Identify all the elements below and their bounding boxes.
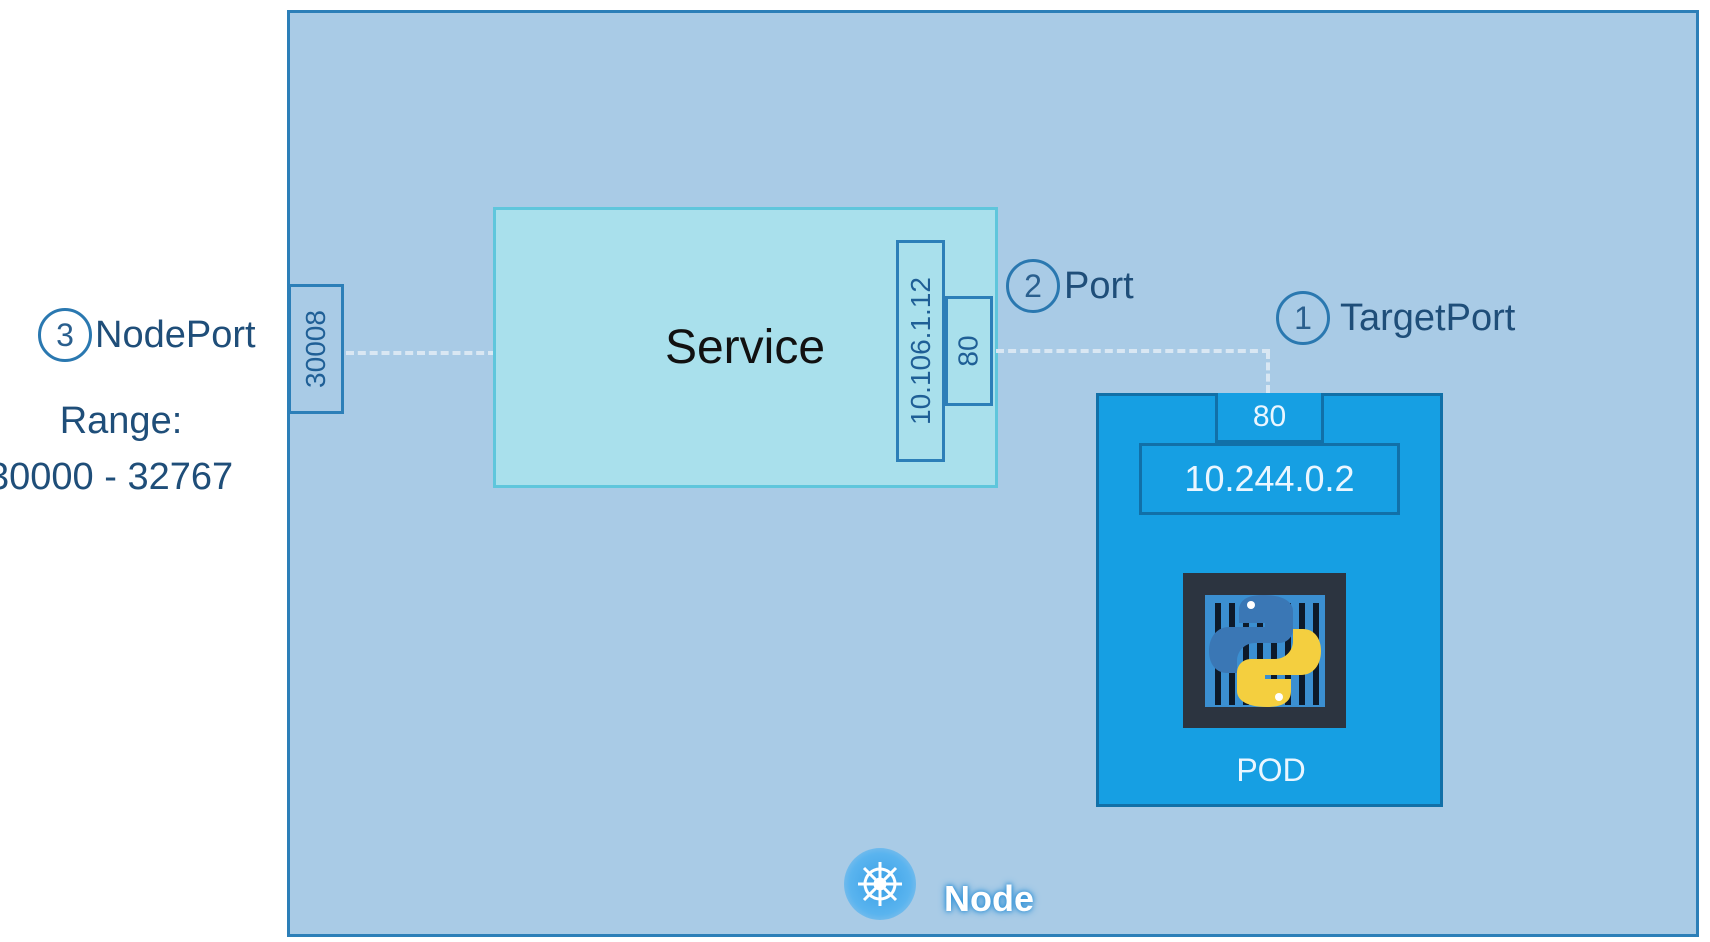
targetport-number-badge: 1 (1276, 291, 1330, 345)
python-container-icon-graphic (1183, 573, 1346, 728)
service-cluster-ip-tag: 10.106.1.12 (896, 240, 945, 462)
port-label-text: Port (1064, 264, 1134, 307)
python-container-icon (1183, 573, 1346, 728)
nodeport-tag: 30008 (288, 284, 344, 414)
range-title: Range: (59, 400, 183, 442)
node-label: Node (944, 878, 1034, 919)
pod-port-tag: 80 (1215, 393, 1324, 443)
service-pod-connector (996, 349, 1270, 353)
nodeport-service-connector (346, 351, 496, 355)
service-port-value: 80 (953, 335, 984, 367)
service-cluster-ip: 10.106.1.12 (904, 277, 936, 425)
nodeport-label-text: NodePort (95, 313, 256, 356)
nodeport-number-badge: 3 (38, 308, 92, 362)
helm-wheel-icon (858, 862, 902, 906)
range-value: 30000 - 32767 (0, 456, 234, 498)
nodeport-value: 30008 (300, 310, 331, 388)
pod-label: POD (1236, 752, 1306, 788)
targetport-label: 1 TargetPort (1276, 291, 1515, 345)
nodeport-label: 3 NodePort (38, 308, 256, 362)
service-pod-connector-drop (1266, 351, 1270, 393)
port-number-badge: 2 (1006, 259, 1060, 313)
service-port-tag: 80 (945, 296, 993, 406)
port-label: 2 Port (1006, 259, 1134, 313)
targetport-label-text: TargetPort (1340, 296, 1516, 339)
pod-ip-tag: 10.244.0.2 (1139, 443, 1400, 515)
kubernetes-helm-icon (844, 848, 916, 920)
service-label: Service (664, 321, 826, 374)
